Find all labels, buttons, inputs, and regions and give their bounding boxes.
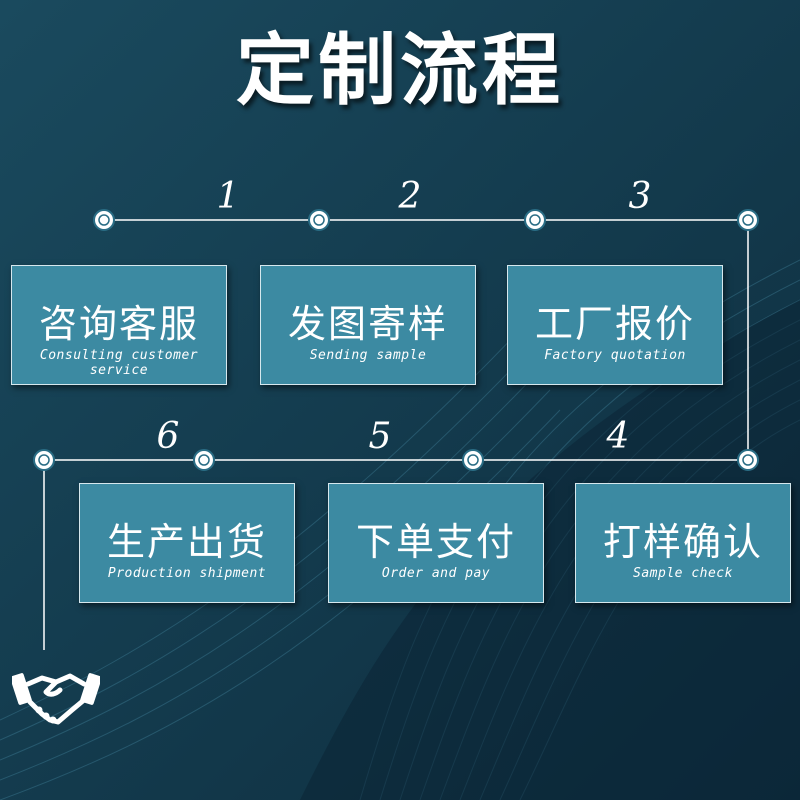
step-number-5: 5 [368,416,392,457]
page-title: 定制流程 [235,26,564,116]
step-subtitle: Sample check [633,566,733,581]
step-box-order-and-pay: 下单支付 Order and pay [328,483,544,603]
step-box-factory-quotation: 工厂报价 Factory quotation [507,265,723,385]
flow-node [33,449,55,471]
step-number-3: 3 [628,176,652,217]
step-box-production-shipment: 生产出货 Production shipment [79,483,295,603]
step-title: 生产出货 [106,520,267,564]
step-subtitle: Sending sample [309,348,427,363]
step-number-2: 2 [398,176,422,217]
step-box-sending-sample: 发图寄样 Sending sample [260,265,476,385]
step-box-consulting: 咨询客服 Consulting customer service [11,265,227,385]
flow-node [737,209,759,231]
step-title: 打样确认 [602,520,763,564]
step-box-sample-check: 打样确认 Sample check [575,483,791,603]
flow-node [737,449,759,471]
step-number-1: 1 [216,176,240,217]
step-number-6: 6 [156,416,180,457]
flow-nodes [33,209,759,471]
step-subtitle: Consulting customer service [39,348,199,378]
step-title: 咨询客服 [38,302,199,346]
handshake-icon [12,673,100,725]
step-title: 工厂报价 [534,302,695,346]
step-title: 下单支付 [355,520,516,564]
flow-node [308,209,330,231]
step-subtitle: Production shipment [107,566,267,581]
step-subtitle: Order and pay [381,566,491,581]
step-title: 发图寄样 [287,302,448,346]
step-subtitle: Factory quotation [544,348,686,363]
flow-node [462,449,484,471]
flow-node [93,209,115,231]
step-number-4: 4 [606,416,630,457]
flow-node [193,449,215,471]
flow-node [524,209,546,231]
